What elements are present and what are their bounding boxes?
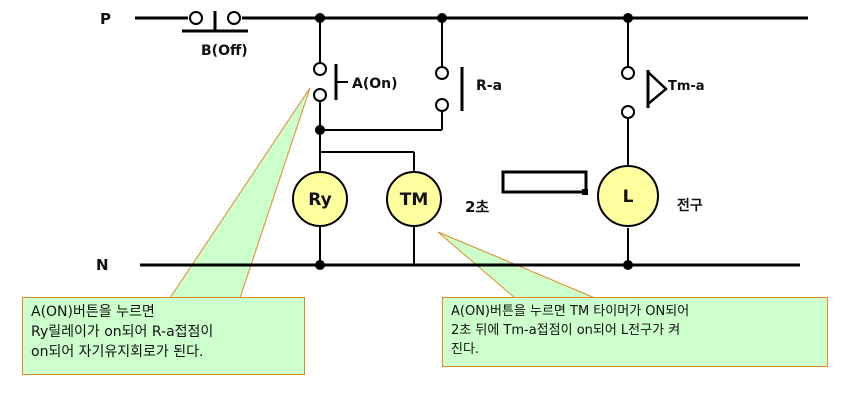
tm-coil-label: TM: [400, 190, 429, 210]
ry-coil: [292, 171, 348, 227]
left-callout-line: Ry릴레이가 on되어 R-a접점이: [31, 324, 214, 340]
delay-label: 2초: [465, 198, 489, 216]
n-rail-label: N: [96, 256, 109, 274]
b-off-switch: [182, 11, 248, 33]
lamp-coil-label: L: [623, 187, 634, 207]
timer-delay-symbol: [501, 170, 588, 195]
left-callout-line: A(ON)버튼을 누르면: [31, 304, 155, 320]
tm-a-contact: [621, 66, 668, 119]
right-callout-line: 진다.: [451, 342, 480, 357]
right-callout: A(ON)버튼을 누르면 TM 타이머가 ON되어 2초 뒤에 Tm-a접점이 …: [442, 297, 828, 367]
r-a-contact: [435, 66, 464, 112]
right-callout-line: 2초 뒤에 Tm-a접점이 on되어 L전구가 켜: [451, 323, 681, 338]
lamp-coil: [597, 165, 659, 227]
tm-a-label: Tm-a: [668, 79, 705, 94]
ry-coil-label: Ry: [308, 190, 331, 210]
left-callout: A(ON)버튼을 누르면 Ry릴레이가 on되어 R-a접점이 on되어 자기유…: [22, 297, 305, 375]
junction-dots: [315, 13, 633, 270]
a-on-label: A(On): [352, 76, 398, 92]
b-off-label: B(Off): [201, 43, 248, 59]
lamp-name-label: 전구: [677, 197, 703, 214]
p-rail-label: P: [100, 10, 111, 28]
tm-coil: [386, 171, 442, 227]
left-callout-line: on되어 자기유지회로가 된다.: [31, 344, 204, 360]
branch-wires: [319, 18, 629, 265]
r-a-label: R-a: [476, 78, 502, 94]
a-on-switch: [313, 62, 348, 102]
right-callout-line: A(ON)버튼을 누르면 TM 타이머가 ON되어: [451, 304, 690, 319]
